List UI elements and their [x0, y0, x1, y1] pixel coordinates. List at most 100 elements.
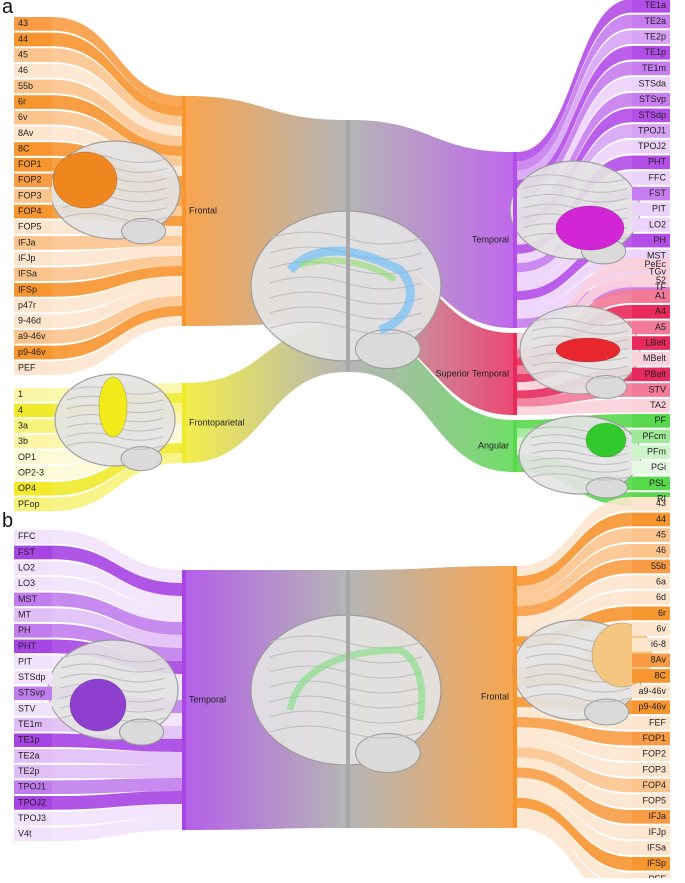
right-item-bar-1-0-12 — [632, 684, 670, 699]
left-item-bar-0-0-16 — [14, 267, 52, 282]
right-item-label-0-2-2: PFm — [647, 447, 666, 457]
right-ribbon-1-0-20 — [517, 767, 632, 824]
left-ribbon-1-0-4 — [52, 592, 182, 635]
right-hub-label-0-0: Temporal — [472, 234, 509, 244]
left-item-label-0-1-3: 3b — [18, 436, 28, 446]
right-item-label-0-2-5: RI — [657, 493, 666, 503]
right-item-label-1-0-22: IFSa — [647, 843, 666, 853]
right-item-bar-1-0-15 — [632, 731, 670, 746]
right-item-label-0-0-0: TE1a — [644, 0, 666, 10]
left-item-label-0-0-14: IFJa — [18, 237, 36, 247]
right-item-label-1-0-10: 8Av — [651, 655, 667, 665]
right-item-label-1-0-20: IFJa — [648, 811, 666, 821]
left-item-bar-0-0-0 — [14, 17, 52, 31]
right-item-label-0-2-4: PSL — [649, 478, 666, 488]
right-item-label-1-0-3: 46 — [656, 545, 666, 555]
right-item-bar-1-0-3 — [632, 543, 670, 558]
right-item-bar-1-0-19 — [632, 794, 670, 808]
right-item-bar-0-2-3 — [632, 460, 670, 475]
right-item-bar-0-0-9 — [632, 139, 670, 154]
left-ribbon-0-0-1 — [52, 32, 182, 116]
left-item-label-1-0-18: TPOJ3 — [18, 813, 46, 823]
left-item-bar-1-0-1 — [14, 545, 52, 560]
left-item-label-0-0-8: 8C — [18, 143, 30, 153]
left-item-bar-0-0-13 — [14, 220, 52, 235]
left-item-label-0-1-6: OP4 — [18, 483, 36, 493]
right-ribbon-1-0-1 — [517, 512, 632, 587]
left-item-label-1-0-4: MST — [18, 594, 38, 604]
right-item-label-1-0-16: FOP2 — [642, 749, 666, 759]
right-item-bar-0-0-11 — [632, 171, 670, 185]
left-item-label-0-0-2: 45 — [18, 50, 28, 60]
right-item-bar-1-0-5 — [632, 575, 670, 589]
left-item-bar-1-0-18 — [14, 811, 52, 826]
left-item-label-0-0-9: FOP1 — [18, 159, 42, 169]
right-item-label-0-2-0: PF — [654, 415, 666, 425]
right-item-bar-1-0-21 — [632, 825, 670, 840]
right-item-label-1-0-18: FOP4 — [642, 780, 666, 790]
right-item-bar-0-0-0 — [632, 0, 670, 13]
left-ribbon-0-0-3 — [52, 63, 182, 137]
left-ribbon-1-0-14 — [52, 749, 182, 765]
left-ribbon-1-0-16 — [52, 778, 182, 795]
right-item-label-1-0-23: IFSp — [647, 858, 666, 868]
right-item-label-0-0-2: TE2p — [644, 32, 666, 42]
right-ribbon-0-1-9 — [517, 398, 632, 415]
temporal-region-highlight-b — [69, 678, 127, 732]
left-item-bar-0-1-5 — [14, 466, 52, 480]
right-ribbon-1-0-19 — [517, 757, 632, 808]
angular-region-highlight-a — [585, 422, 627, 458]
left-ribbon-1-0-2 — [52, 561, 182, 609]
left-ribbon-0-0-19 — [52, 286, 182, 328]
right-ribbon-1-0-22 — [517, 787, 632, 855]
left-hub-bar-1-0 — [182, 570, 186, 830]
left-item-bar-1-0-5 — [14, 608, 52, 622]
right-item-label-1-0-15: FOP1 — [642, 733, 666, 743]
left-item-bar-0-0-20 — [14, 330, 52, 344]
right-item-label-0-1-5: LBelt — [645, 337, 666, 347]
left-item-label-1-0-15: TE2p — [18, 766, 40, 776]
tract-bundle-a — [286, 246, 415, 335]
left-item-bar-0-0-3 — [14, 63, 52, 78]
right-item-label-1-0-8: 6v — [656, 623, 666, 633]
left-item-bar-0-0-12 — [14, 204, 52, 219]
right-item-label-0-0-1: TE2a — [644, 16, 666, 26]
left-item-label-0-1-1: 4 — [18, 405, 23, 415]
left-item-bar-0-0-1 — [14, 32, 52, 47]
right-item-bar-0-0-7 — [632, 108, 670, 123]
right-item-bar-0-2-1 — [632, 429, 670, 444]
left-item-label-1-0-10: STSvp — [18, 688, 45, 698]
left-item-bar-1-0-12 — [14, 717, 52, 732]
right-item-label-0-0-11: FFC — [649, 172, 667, 182]
right-item-label-1-0-7: 6r — [658, 608, 666, 618]
left-item-label-0-0-15: IFJp — [18, 253, 36, 263]
left-ribbon-1-0-18 — [52, 804, 182, 826]
right-ribbon-1-0-0 — [517, 497, 632, 577]
right-ribbon-0-0-4 — [517, 61, 632, 199]
brain-angular-a — [518, 415, 642, 499]
right-ribbon-1-0-15 — [517, 717, 632, 746]
left-item-bar-0-1-4 — [14, 450, 52, 465]
frontal-region-highlight-a — [52, 151, 118, 209]
left-item-label-0-0-12: FOP4 — [18, 206, 42, 216]
right-item-label-0-0-3: TE1p — [644, 47, 666, 57]
left-item-label-0-0-1: 44 — [18, 34, 28, 44]
left-item-bar-1-0-19 — [14, 827, 52, 841]
left-item-bar-1-0-17 — [14, 796, 52, 810]
left-item-bar-0-0-15 — [14, 251, 52, 266]
right-item-label-0-1-0: PeEc — [644, 259, 666, 269]
right-item-label-0-0-5: STSda — [638, 78, 666, 88]
left-item-bar-1-0-9 — [14, 670, 52, 685]
left-item-bar-0-0-19 — [14, 314, 52, 328]
left-item-bar-0-1-0 — [14, 388, 52, 402]
right-item-bar-1-0-16 — [632, 747, 670, 762]
left-hub-label-0-1: Frontoparietal — [189, 417, 245, 427]
left-item-bar-0-0-21 — [14, 345, 52, 360]
frontoparietal-region-highlight-a — [98, 376, 128, 438]
right-ribbon-0-0-3 — [517, 45, 632, 190]
left-item-bar-0-1-1 — [14, 403, 52, 418]
left-item-bar-0-0-8 — [14, 142, 52, 156]
left-ribbon-1-0-13 — [52, 733, 182, 752]
